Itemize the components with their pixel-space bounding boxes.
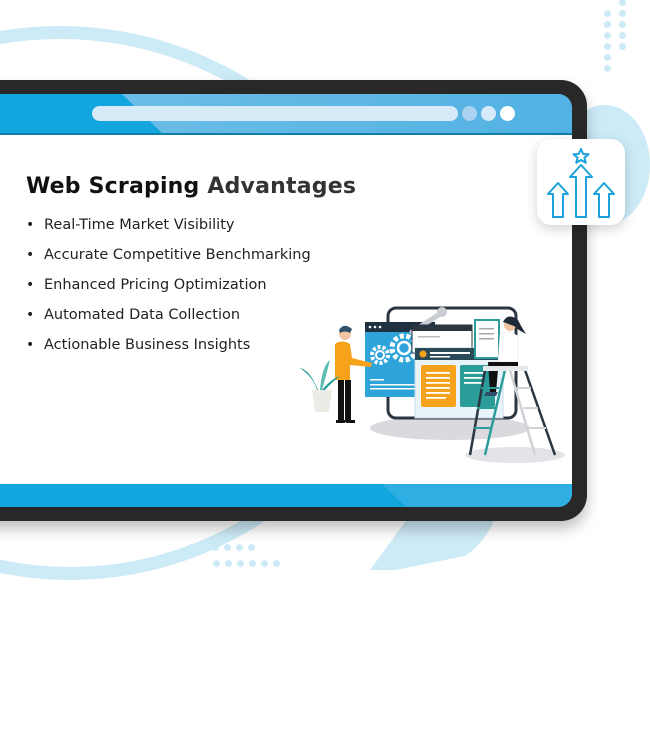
address-bar[interactable] [92, 106, 458, 121]
list-item: •Enhanced Pricing Optimization [26, 277, 267, 293]
list-item: •Real-Time Market Visibility [26, 217, 235, 233]
window-dot-3[interactable] [500, 106, 515, 121]
browser-bottom-bar [0, 484, 572, 507]
title-part-2: Advantages [207, 174, 357, 199]
page-title: Web Scraping Advantages [26, 174, 356, 199]
browser-top-bar [0, 94, 572, 135]
window-dot-2[interactable] [481, 106, 496, 121]
growth-arrows-star-icon [547, 148, 615, 218]
list-item: •Automated Data Collection [26, 307, 241, 323]
title-part-1: Web Scraping [26, 174, 200, 199]
growth-badge [537, 139, 625, 225]
window-dot-1[interactable] [462, 106, 477, 121]
web-development-team-illustration [300, 306, 565, 463]
list-item: •Accurate Competitive Benchmarking [26, 247, 311, 263]
list-item: •Actionable Business Insights [26, 337, 251, 353]
advantages-list: •Real-Time Market Visibility •Accurate C… [26, 216, 311, 366]
